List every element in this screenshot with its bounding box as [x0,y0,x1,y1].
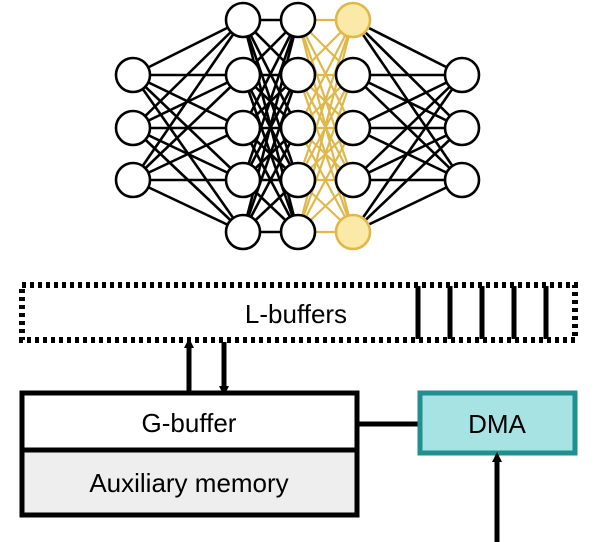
neuron-l2-n1 [279,56,317,94]
neuron-l3-n2 [334,109,372,147]
network-edge-l3-n0-to-n0 [352,18,463,77]
neuron-l1-n1 [224,56,262,94]
auxiliary-memory-label: Auxiliary memory [89,468,288,498]
network-edge-l1-n4-to-n1 [241,74,300,233]
neuron-l1-n0 [224,1,262,39]
neuron-l3-n1 [334,56,372,94]
neuron-l4-n2 [443,161,481,199]
network-edge-l1-n4-to-n0 [241,19,300,233]
neuron-l4-n1 [443,109,481,147]
network-edge-l3-n2-to-n0 [352,73,463,130]
neuron-l3-n4 [334,213,372,251]
gbuffer-label: G-buffer [142,408,237,438]
neuron-l3-n3 [334,161,372,199]
dma-label: DMA [468,409,526,439]
neuron-l2-n0 [279,1,317,39]
network-neurons [114,1,481,251]
network-edge-l3-n4-to-n1 [352,127,463,233]
lbuffers-block: L-buffers [19,282,578,343]
network-edge-l0-n0-to-n0 [132,18,244,77]
neuron-l4-n0 [443,56,481,94]
network-edge-l3-n3-to-n0 [352,74,463,181]
neuron-l0-n2 [114,161,152,199]
network-edge-l0-n2-to-n0 [131,19,245,181]
dma-block: DMA [417,390,578,456]
network-edge-l3-n4-to-n2 [352,178,463,234]
network-edge-l1-n3-to-n0 [241,19,300,181]
neuron-l2-n2 [279,109,317,147]
network-edge-l2-n3-to-n0 [296,19,355,181]
network-edge-l0-n2-to-n4 [132,178,244,234]
neuron-l1-n3 [224,161,262,199]
neuron-l2-n3 [279,161,317,199]
dma-box [417,390,578,456]
neuron-l1-n2 [224,109,262,147]
network-edge-l3-n4-to-n0 [351,74,464,233]
network-edge-l0-n2-to-n1 [132,74,244,181]
network-edge-l2-n4-to-n0 [296,19,355,233]
neuron-l3-n0 [334,1,372,39]
network-edge-l1-n2-to-n0 [241,19,300,129]
network-edge-l2-n2-to-n0 [297,19,354,129]
neuron-l2-n4 [279,213,317,251]
lbuffers-label: L-buffers [245,299,347,329]
network-edge-l0-n1-to-n0 [132,19,244,129]
gbuffer-block: G-buffer Auxiliary memory [19,390,360,518]
neuron-l0-n1 [114,109,152,147]
auxiliary-memory-box [19,445,360,518]
network-edge-l2-n4-to-n1 [296,74,355,233]
network-edge-l2-n4-to-n2 [297,127,354,233]
lbuffers-partitions [415,286,549,339]
network-edge-l1-n4-to-n2 [241,127,300,233]
neuron-l0-n0 [114,56,152,94]
neuron-l1-n4 [224,213,262,251]
network-edge-l0-n2-to-n2 [132,126,244,182]
network-edge-l3-n0-to-n2 [351,19,464,181]
